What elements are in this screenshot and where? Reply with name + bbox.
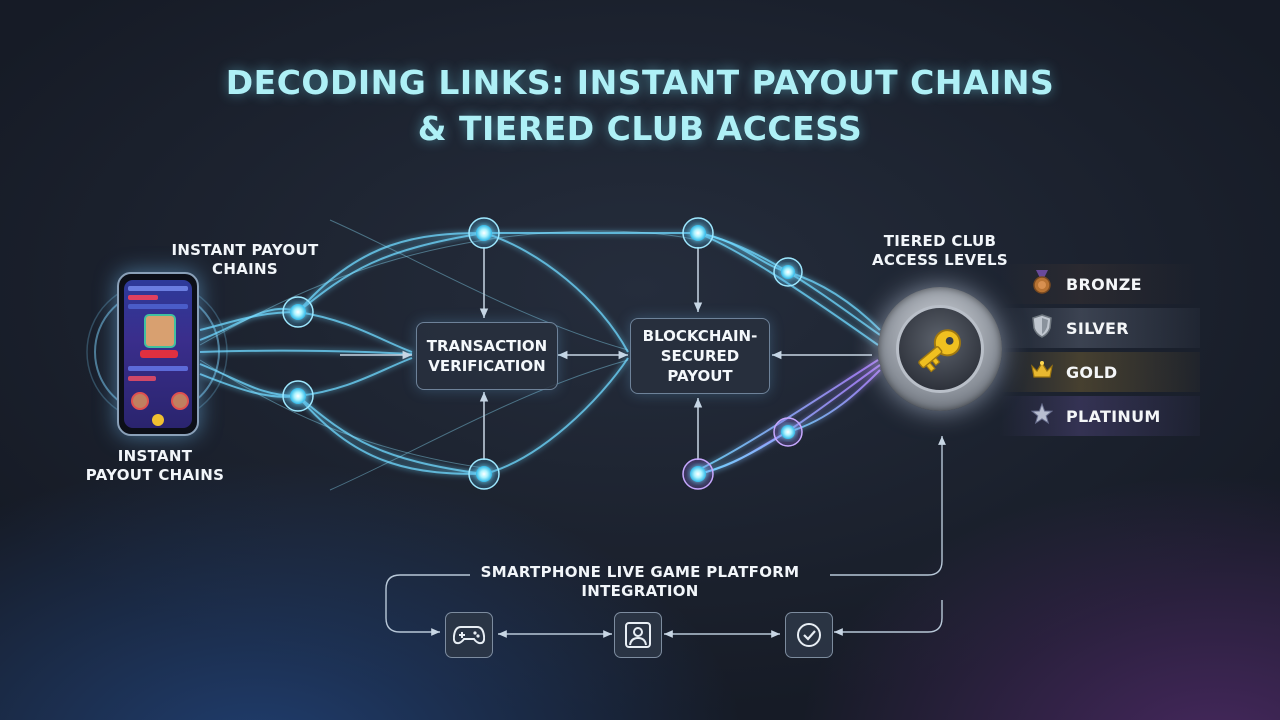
player-avatar-icon xyxy=(131,392,149,410)
medal-icon xyxy=(1030,269,1054,299)
gamepad-box xyxy=(445,612,493,658)
label-tiered-access: TIERED CLUB ACCESS LEVELS xyxy=(872,232,1008,269)
coin-icon xyxy=(152,414,164,426)
node-core xyxy=(290,304,306,320)
screen-bar xyxy=(128,286,188,291)
label-instant-payout-top: INSTANT PAYOUT CHAINS xyxy=(171,241,319,278)
title-line-2: & TIERED CLUB ACCESS xyxy=(417,109,863,148)
transaction-verification-box: TRANSACTION VERIFICATION xyxy=(416,322,558,390)
page-title: DECODING LINKS: INSTANT PAYOUT CHAINS & … xyxy=(0,60,1280,152)
node-core xyxy=(690,466,706,482)
tier-name: SILVER xyxy=(1066,318,1129,338)
screen-bar xyxy=(128,366,188,371)
node-core xyxy=(290,388,306,404)
screen-bar xyxy=(128,376,156,381)
check-icon xyxy=(797,623,821,647)
gamepad-icon xyxy=(453,626,485,645)
tier-name: BRONZE xyxy=(1066,274,1142,294)
tier-platinum: PLATINUM xyxy=(1000,396,1200,436)
smartphone-device xyxy=(117,272,199,436)
player-avatar-icon xyxy=(171,392,189,410)
node-core xyxy=(476,466,492,482)
crown-icon xyxy=(1030,360,1054,385)
tier-gold: GOLD xyxy=(1000,352,1200,392)
shield-icon xyxy=(1030,313,1054,343)
phone-screen xyxy=(124,280,192,428)
label-platform-integration: SMARTPHONE LIVE GAME PLATFORM INTEGRATIO… xyxy=(480,563,800,600)
flow-nodes xyxy=(282,217,803,490)
node-core xyxy=(781,265,795,279)
tier-name: GOLD xyxy=(1066,362,1118,382)
node-core xyxy=(690,225,706,241)
check-box xyxy=(785,612,833,658)
user-box xyxy=(614,612,662,658)
key-icon-holder xyxy=(896,305,984,393)
cyan-strands-faint xyxy=(199,219,699,491)
tier-silver: SILVER xyxy=(1000,308,1200,348)
screen-bar xyxy=(128,304,188,309)
label-instant-payout-bottom: INSTANT PAYOUT CHAINS xyxy=(85,447,225,484)
user-icon xyxy=(625,622,651,648)
tier-name: PLATINUM xyxy=(1066,406,1161,426)
tier-bronze: BRONZE xyxy=(1000,264,1200,304)
node-core xyxy=(781,425,795,439)
flow-arrows xyxy=(340,247,872,460)
screen-bar xyxy=(128,295,158,300)
node-core xyxy=(476,225,492,241)
star-icon xyxy=(1030,402,1054,430)
access-key-medallion xyxy=(878,287,1002,411)
title-line-1: DECODING LINKS: INSTANT PAYOUT CHAINS xyxy=(225,63,1055,102)
game-avatar-icon xyxy=(144,314,176,348)
platform-connectors xyxy=(385,436,946,638)
blockchain-payout-box: BLOCKCHAIN- SECURED PAYOUT xyxy=(630,318,770,394)
game-button xyxy=(140,350,178,358)
key-icon xyxy=(918,329,961,373)
